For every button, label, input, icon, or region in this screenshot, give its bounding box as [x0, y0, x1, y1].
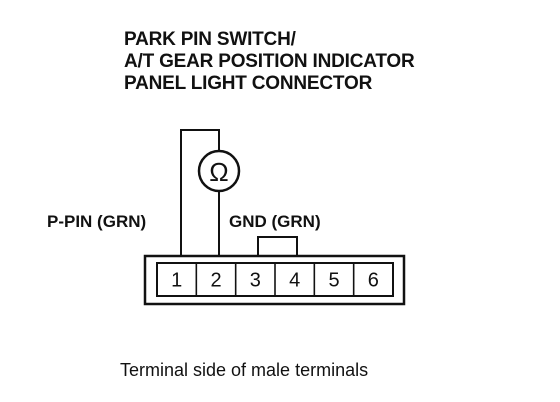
label-gnd: GND (GRN) — [229, 212, 321, 231]
ohm-symbol: Ω — [209, 157, 228, 187]
pin-label-2: 2 — [210, 270, 221, 292]
label-p-pin: P-PIN (GRN) — [47, 212, 147, 231]
ohmmeter-icon: Ω — [197, 149, 241, 193]
pin-label-1: 1 — [171, 270, 182, 292]
title-line-2: A/T GEAR POSITION INDICATOR — [124, 51, 415, 72]
connector-pins: 1 2 3 4 5 6 — [171, 263, 379, 296]
pin-label-3: 3 — [250, 270, 261, 292]
pin-label-6: 6 — [368, 270, 379, 292]
pin-label-4: 4 — [289, 270, 300, 292]
title-line-3: PANEL LIGHT CONNECTOR — [124, 73, 373, 94]
caption: Terminal side of male terminals — [120, 360, 369, 380]
probe-wire-left — [180, 129, 220, 256]
pin-label-5: 5 — [328, 270, 339, 292]
connector: 1 2 3 4 5 6 — [143, 236, 406, 306]
connector-lock-tab — [257, 236, 298, 258]
probe-wires — [180, 129, 220, 256]
title-line-1: PARK PIN SWITCH/ — [124, 29, 296, 50]
